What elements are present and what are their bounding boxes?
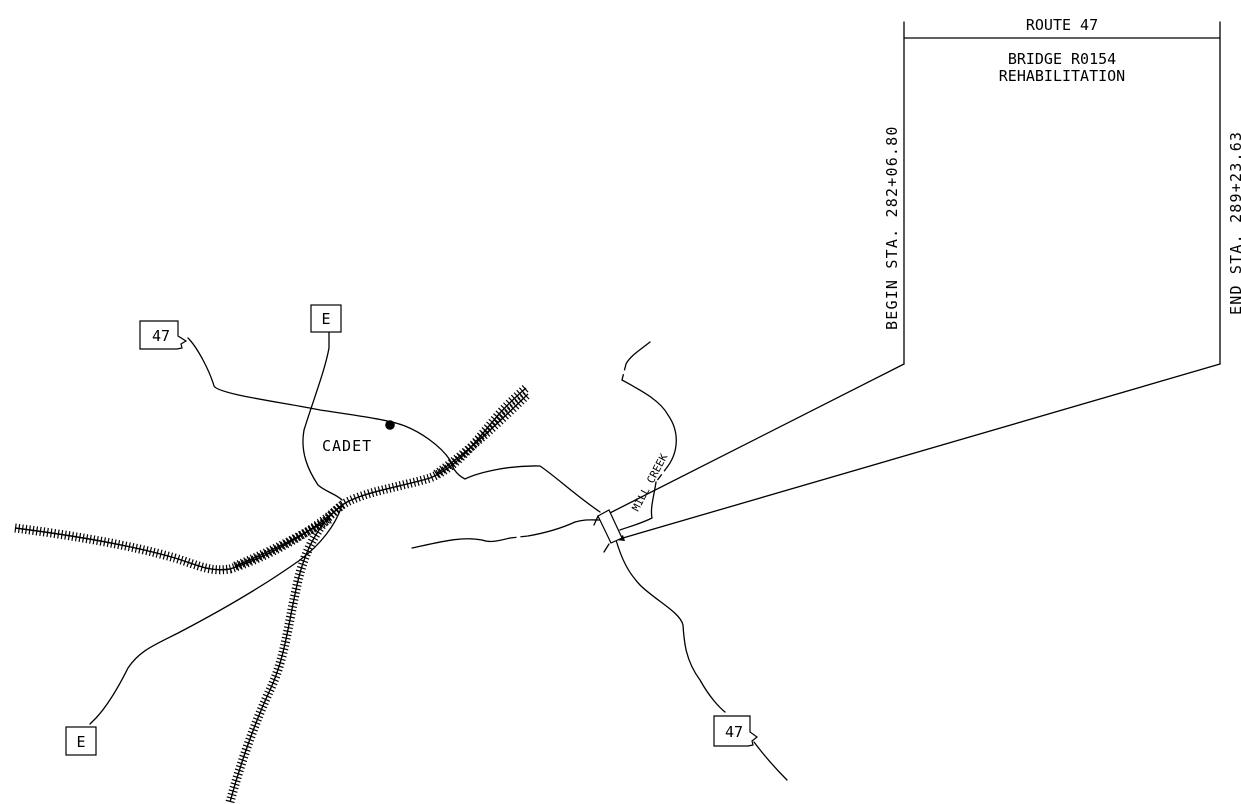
bridge-symbol	[593, 509, 623, 553]
town-label: CADET	[322, 437, 372, 455]
state-route-number-se: 47	[725, 723, 743, 741]
station-leaders	[599, 363, 1221, 541]
project-title-line2: REHABILITATION	[999, 67, 1125, 85]
mill-creek: MILL CREEK	[411, 341, 677, 549]
end-station-label: END STA. 289+23.63	[1227, 131, 1241, 315]
county-route-shield-sw: E	[65, 726, 97, 756]
begin-station-leader	[599, 363, 905, 519]
county-route-letter-sw: E	[76, 733, 85, 751]
state-route-shield-nw: 47	[139, 320, 188, 350]
state-route-shield-se: 47	[713, 715, 758, 747]
route-e-road	[89, 331, 343, 725]
route-47-road	[187, 337, 788, 781]
county-route-shield-north: E	[310, 304, 342, 333]
state-route-number-nw: 47	[152, 327, 170, 345]
creek-label: MILL CREEK	[630, 451, 671, 513]
town-dot	[385, 420, 395, 430]
town-cadet: CADET	[322, 420, 395, 455]
begin-station-label: BEGIN STA. 282+06.80	[883, 125, 901, 330]
railroad	[15, 388, 532, 802]
project-title-line1: BRIDGE R0154	[1008, 50, 1116, 68]
county-route-letter-north: E	[321, 310, 330, 328]
title-block: ROUTE 47 BRIDGE R0154 REHABILITATION BEG…	[883, 16, 1241, 365]
end-station-leader	[615, 363, 1221, 541]
route-title: ROUTE 47	[1026, 16, 1098, 34]
